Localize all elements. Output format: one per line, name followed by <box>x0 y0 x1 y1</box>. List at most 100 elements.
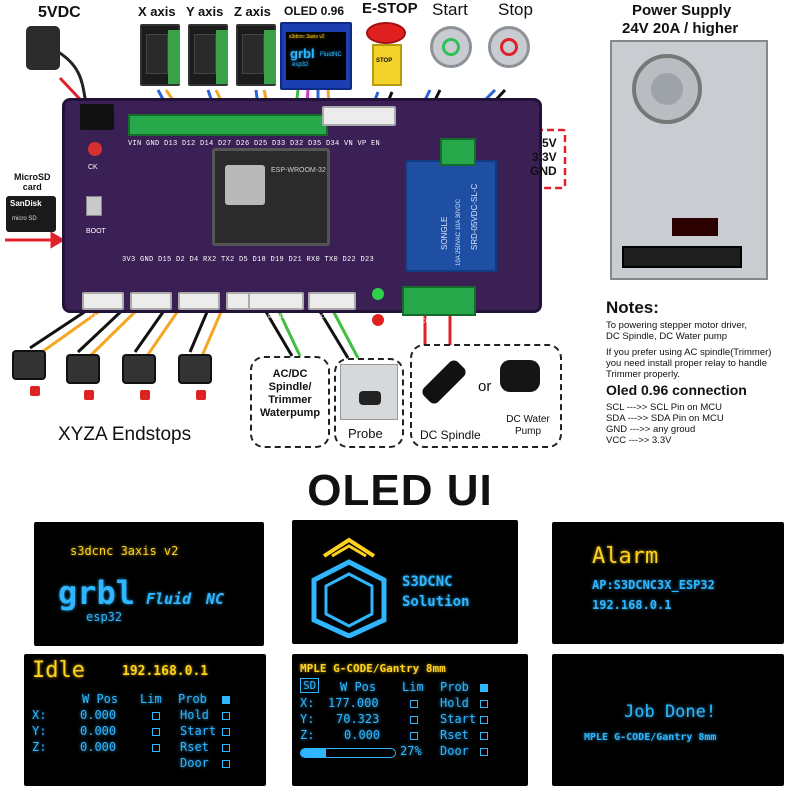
screen1-top: s3dcnc 3axis v2 <box>70 544 179 558</box>
screen4-header-prob: Prob <box>178 692 207 706</box>
estop-body: STOP <box>372 44 402 86</box>
dc-jack <box>80 104 114 130</box>
screen5-row3-flag-checkbox <box>480 732 488 740</box>
psu-fan-hub <box>651 73 683 105</box>
microsd-label-line2: card <box>22 182 42 192</box>
stop-button-image <box>488 26 530 68</box>
oled-screen-running: MPLE G-CODE/Gantry 8mm SD W Pos Lim Prob… <box>292 654 528 786</box>
screen4-header-wpos: W Pos <box>82 692 119 706</box>
spindle-box-label: AC/DC Spindle/ Trimmer Waterpump <box>259 368 321 419</box>
relay-brand: SONGLE <box>440 216 449 250</box>
or-label: or <box>478 378 492 395</box>
screen4-row1-value: 0.000 <box>80 708 117 722</box>
notes-oled-title: Oled 0.96 connection <box>606 382 747 398</box>
screen4-row1-axis: X: <box>32 708 47 722</box>
screen5-row2-flag: Start <box>440 712 477 726</box>
relay-text: SRD-05VDC-SL-C <box>470 183 479 250</box>
psu-terminals <box>622 246 742 268</box>
s3dcnc-logo-icon <box>311 537 387 638</box>
oled-module-line5: NC <box>333 52 342 58</box>
notes-oled-line1: SCL --->> SCL Pin on MCU <box>606 402 722 413</box>
screen4-ip: 192.168.0.1 <box>122 664 209 679</box>
screen2-line1: S3DCNC <box>402 574 453 590</box>
connector-y-limit-label: Y LIMIT <box>134 314 152 320</box>
oled-screen-logo: S3DCNC Solution <box>292 520 518 644</box>
endstop-y-image <box>66 354 100 400</box>
water-pump-image <box>500 360 540 392</box>
screen5-row3-value: 0.000 <box>344 728 381 742</box>
screen4-row3-axis: Z: <box>32 740 47 754</box>
relay-power-terminal <box>440 138 476 166</box>
connector-z-limit-label: Z LIMIT <box>182 314 200 320</box>
oled-screen-boot: s3dcnc 3axis v2 grbl esp32 Fluid NC <box>34 522 264 646</box>
screen5-header-wpos: W Pos <box>340 680 377 694</box>
screen3-state: Alarm <box>592 544 659 569</box>
screen2-line2: Solution <box>402 594 470 610</box>
microsd-card-image: SanDisk micro SD <box>6 196 56 232</box>
screen4-row1-flag: Hold <box>180 708 209 722</box>
psu-display <box>672 218 718 236</box>
microsd-label: MicroSD card <box>14 172 51 192</box>
esp32-chip <box>225 165 265 205</box>
screen4-row2-flag: Start <box>180 724 217 738</box>
notes-oled-line2: SDA --->> SDA Pin on MCU <box>606 413 724 424</box>
probe-puck <box>359 391 381 405</box>
screen5-header-prob: Prob <box>440 680 469 694</box>
led-green <box>372 288 384 300</box>
microsd-brand: SanDisk <box>10 199 42 208</box>
screen4-row1-lim-checkbox <box>152 712 160 720</box>
notes-oled-line4: VCC --->> 3.3V <box>606 435 672 446</box>
board-ck-label: CK <box>88 164 98 171</box>
screen5-row1-flag-checkbox <box>480 700 488 708</box>
screen6-line2: MPLE G-CODE/Gantry 8mm <box>584 732 717 743</box>
notes-line5: Trimmer properly. <box>606 369 680 380</box>
esp32-module: ESP-WROOM-32 <box>212 148 330 246</box>
screen5-row3-flag: Rset <box>440 728 469 742</box>
driver-y-image <box>188 24 228 86</box>
start-button-image <box>430 26 472 68</box>
screen5-row2-lim-checkbox <box>410 716 418 724</box>
screen5-header-lim: Lim <box>402 680 424 694</box>
dc-spindle-dashed-box <box>410 344 562 448</box>
power-adapter-label: 5VDC <box>38 4 81 21</box>
screen5-progress-bar <box>300 748 396 758</box>
driver-x-image <box>140 24 180 86</box>
board-reset-button <box>88 142 102 156</box>
driver-x-label: X axis <box>138 4 176 19</box>
oled-screen-alarm: Alarm AP:S3DCNC3X_ESP32 192.168.0.1 <box>552 522 784 644</box>
connector-spindle-label: SPINDLE/RELAY <box>250 314 289 320</box>
endstop-a-image <box>178 354 212 400</box>
oled-module-screen: s3dcnc 3axis v2 grbl esp32 Fluid NC <box>286 32 346 80</box>
screen5-sd-badge: SD <box>300 678 320 693</box>
endstop-x-image <box>12 350 46 396</box>
screen5-row1-lim-checkbox <box>410 700 418 708</box>
notes-line4: you need install proper relay to handle <box>606 358 768 369</box>
board-boot-label: BOOT <box>86 228 106 235</box>
start-power-icon <box>442 38 460 56</box>
screen5-title: MPLE G-CODE/Gantry 8mm <box>300 662 446 675</box>
wiring-diagram: 5VDC X axis Y axis Z axis OLED 0.96 s3dc… <box>5 0 771 448</box>
connector-z-limit <box>178 292 220 310</box>
relay-pins-label: NO COM <box>408 318 437 325</box>
connector-x-limit <box>82 292 124 310</box>
screen1-logo-sub: esp32 <box>86 610 123 624</box>
screen4-row2-axis: Y: <box>32 724 47 738</box>
estop-label: E-STOP <box>362 0 418 17</box>
screen5-row1-axis: X: <box>300 696 315 710</box>
screen3-ip: 192.168.0.1 <box>592 598 672 612</box>
connector-probe-label: PROBE <box>314 314 332 320</box>
screen4-row2-flag-checkbox <box>222 728 230 736</box>
screen4-prob-checkbox <box>222 696 230 704</box>
relay-power-label: 5V 3.3V GND <box>530 136 557 178</box>
screen5-row2-value: 70.323 <box>336 712 380 726</box>
relay-module <box>405 160 497 272</box>
screen4-row2-lim-checkbox <box>152 728 160 736</box>
screen1-logo-main: grbl <box>58 574 136 612</box>
relay-power-gnd: GND <box>530 164 557 178</box>
start-label: Start <box>432 0 468 19</box>
screen4-state: Idle <box>32 658 85 683</box>
relay-power-3v3: 3.3V <box>531 150 557 164</box>
oled-screen-done: Job Done! MPLE G-CODE/Gantry 8mm <box>552 654 784 786</box>
notes-oled-line3: GND --->> any groud <box>606 424 696 435</box>
screen1-logo-nc: NC <box>206 590 225 608</box>
